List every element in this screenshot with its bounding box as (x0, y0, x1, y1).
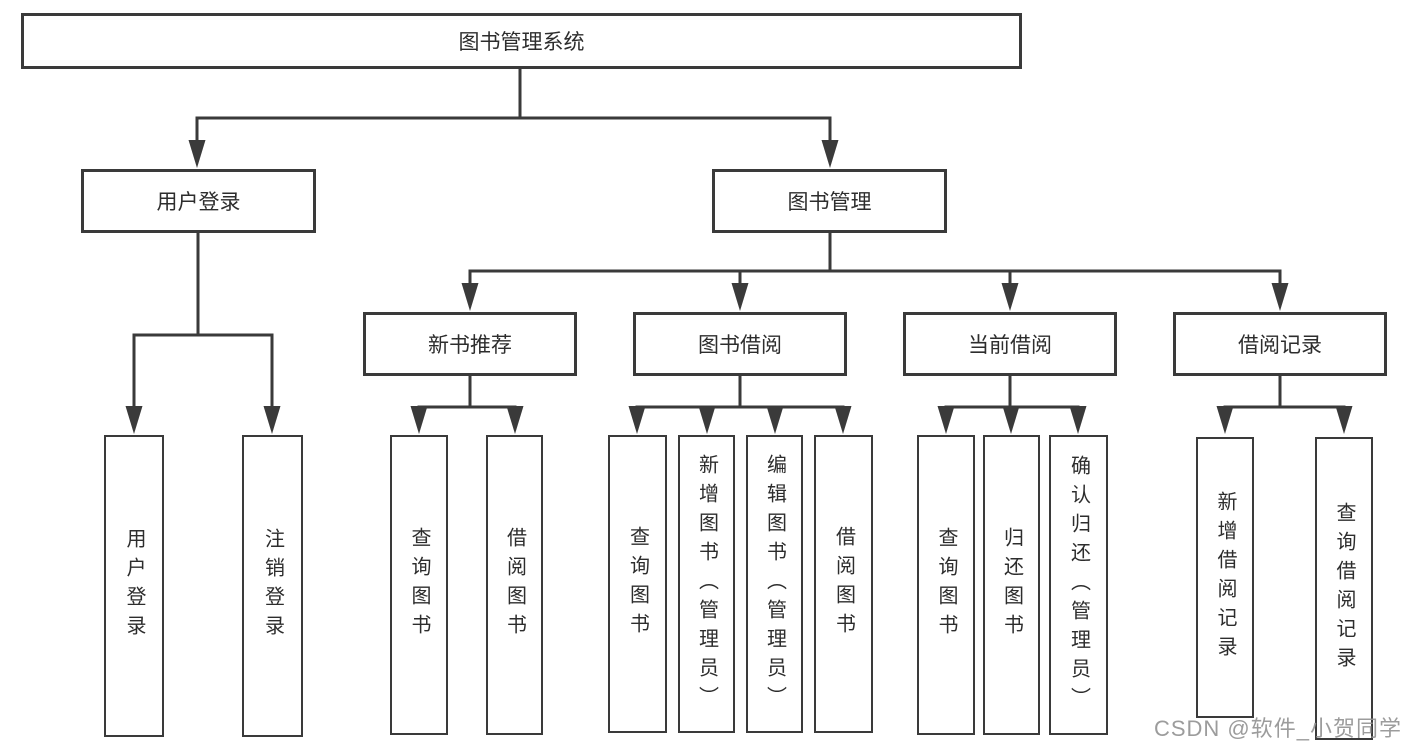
node-root-label: 图书管理系统 (458, 31, 585, 54)
leaf-bb-borrow-books-label: 借阅图书 (832, 526, 855, 642)
leaf-cb-return-books-label: 归还图书 (1000, 527, 1023, 643)
leaf-bb-edit-books-admin: 编辑图书（管理员） (746, 435, 803, 733)
node-current-borrowing: 当前借阅 (903, 312, 1117, 376)
leaf-nbr-borrow-books-label: 借阅图书 (503, 527, 526, 643)
leaf-nbr-query-books: 查询图书 (390, 435, 448, 735)
leaf-bb-add-books-admin-label: 新增图书（管理员） (695, 453, 718, 715)
leaf-user-login-label: 用户登录 (123, 528, 145, 644)
node-book-management: 图书管理 (712, 169, 947, 233)
leaf-bb-edit-books-admin-label: 编辑图书（管理员） (763, 453, 786, 715)
node-book-borrowing-label: 图书借阅 (698, 334, 782, 357)
node-user-login: 用户登录 (81, 169, 316, 233)
leaf-cb-confirm-return-admin: 确认归还（管理员） (1049, 435, 1108, 735)
node-borrowing-records-label: 借阅记录 (1238, 334, 1322, 357)
leaf-cb-confirm-return-admin-label: 确认归还（管理员） (1067, 454, 1090, 716)
leaf-cb-return-books: 归还图书 (983, 435, 1040, 735)
csdn-watermark: CSDN @软件_小贺同学 (1153, 716, 1402, 741)
leaf-logout: 注销登录 (242, 435, 303, 737)
leaf-logout-label: 注销登录 (261, 528, 284, 644)
leaf-bb-query-books-label: 查询图书 (626, 526, 649, 642)
leaf-user-login: 用户登录 (104, 435, 164, 737)
node-root: 图书管理系统 (21, 13, 1022, 69)
node-borrowing-records: 借阅记录 (1173, 312, 1387, 376)
node-user-login-label: 用户登录 (156, 191, 241, 214)
node-current-borrowing-label: 当前借阅 (968, 334, 1052, 357)
leaf-br-add-record-label: 新增借阅记录 (1214, 490, 1236, 665)
leaf-nbr-query-books-label: 查询图书 (408, 527, 430, 643)
node-new-book-recommendation-label: 新书推荐 (428, 334, 512, 357)
leaf-br-query-record-label: 查询借阅记录 (1333, 501, 1355, 676)
leaf-br-add-record: 新增借阅记录 (1196, 437, 1254, 718)
leaf-bb-add-books-admin: 新增图书（管理员） (678, 435, 735, 733)
leaf-nbr-borrow-books: 借阅图书 (486, 435, 543, 735)
leaf-bb-query-books: 查询图书 (608, 435, 667, 733)
leaf-br-query-record: 查询借阅记录 (1315, 437, 1373, 740)
node-new-book-recommendation: 新书推荐 (363, 312, 577, 376)
leaf-cb-query-books: 查询图书 (917, 435, 975, 735)
node-book-borrowing: 图书借阅 (633, 312, 847, 376)
leaf-bb-borrow-books: 借阅图书 (814, 435, 873, 733)
leaf-cb-query-books-label: 查询图书 (935, 527, 957, 643)
node-book-management-label: 图书管理 (787, 191, 872, 214)
